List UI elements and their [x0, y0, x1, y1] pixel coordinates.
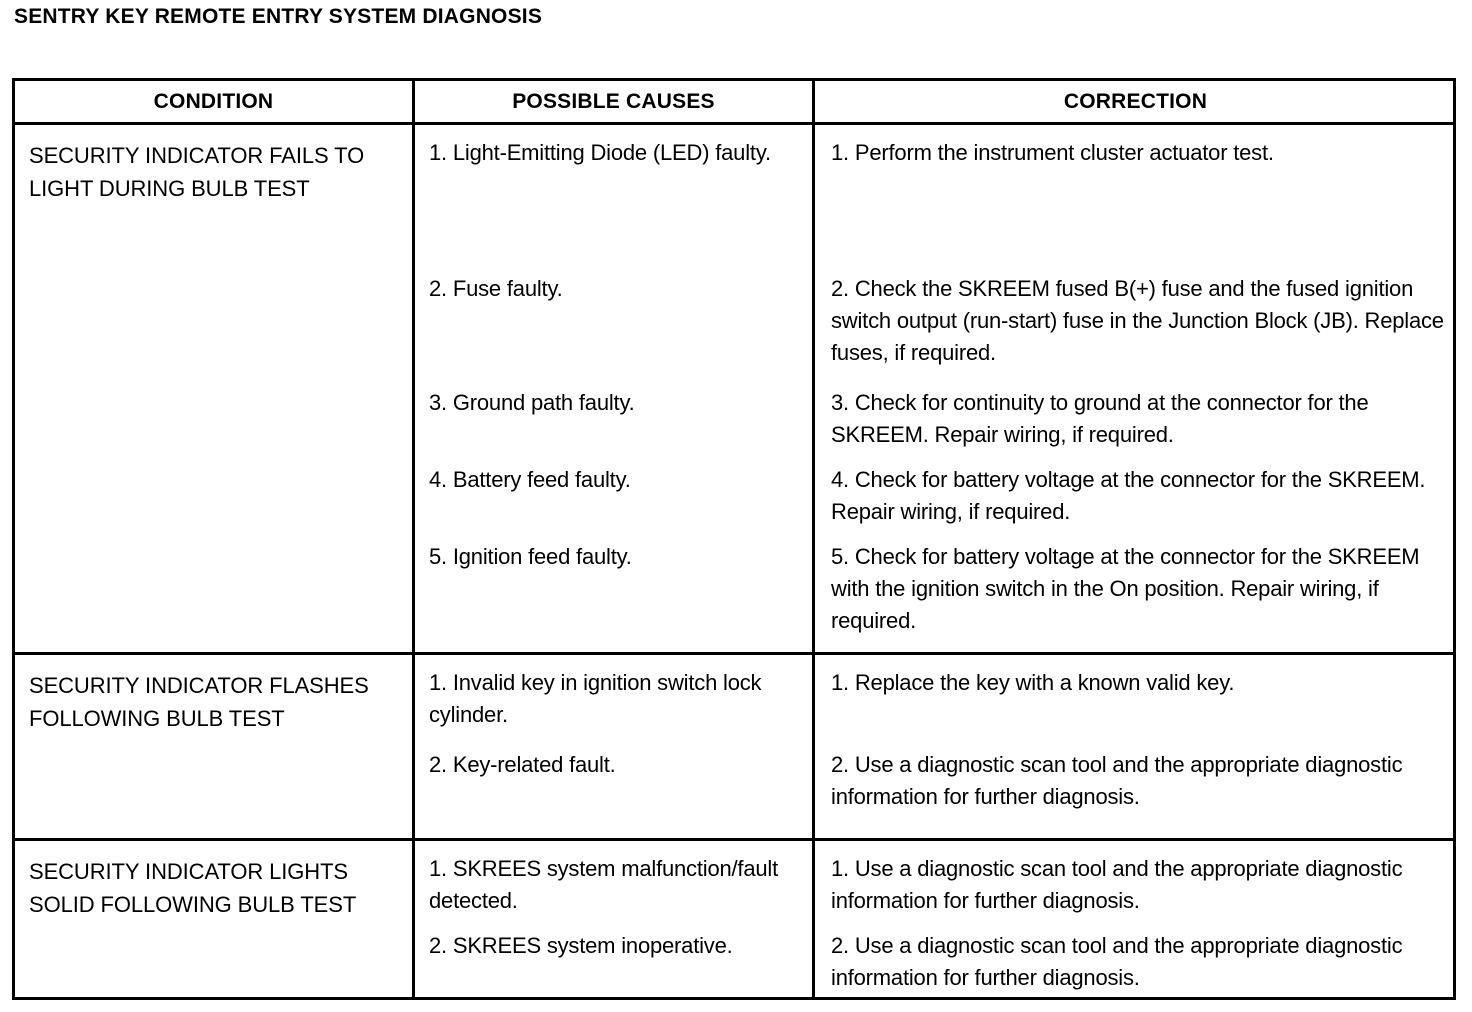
- corrections-cell-row-3: 1. Use a diagnostic scan tool and the ap…: [815, 841, 1456, 1000]
- cause-item: 4. Battery feed faulty.: [429, 467, 631, 492]
- page-title: SENTRY KEY REMOTE ENTRY SYSTEM DIAGNOSIS: [14, 5, 543, 28]
- table-row: SECURITY INDICATOR LIGHTS SOLID FOLLOWIN…: [15, 841, 412, 1000]
- corrections-cell-row-2: 1. Replace the key with a known valid ke…: [815, 655, 1456, 838]
- cause-item: 2. Key-related fault.: [429, 752, 616, 777]
- cause-item: 3. Ground path faulty.: [429, 390, 635, 415]
- correction-item: 1. Replace the key with a known valid ke…: [831, 670, 1235, 695]
- row-divider-2: [15, 838, 1453, 841]
- condition-text: SECURITY INDICATOR LIGHTS SOLID FOLLOWIN…: [29, 859, 357, 917]
- correction-item: 1. Perform the instrument cluster actuat…: [831, 140, 1274, 165]
- correction-item: 2. Use a diagnostic scan tool and the ap…: [831, 933, 1403, 990]
- column-divider-2: [812, 81, 815, 997]
- table-row: SECURITY INDICATOR FAILS TO LIGHT DURING…: [15, 125, 412, 652]
- correction-item: 2. Use a diagnostic scan tool and the ap…: [831, 752, 1403, 809]
- table-header-possible-causes: POSSIBLE CAUSES: [512, 90, 715, 113]
- correction-item: 3. Check for continuity to ground at the…: [831, 390, 1369, 447]
- cause-item: 1. Light-Emitting Diode (LED) faulty.: [429, 140, 771, 165]
- condition-text: SECURITY INDICATOR FAILS TO LIGHT DURING…: [29, 143, 365, 201]
- row-divider-1: [15, 652, 1453, 655]
- causes-cell-row-2: 1. Invalid key in ignition switch lock c…: [415, 655, 812, 838]
- condition-text: SECURITY INDICATOR FLASHES FOLLOWING BUL…: [29, 673, 369, 731]
- header-divider: [15, 122, 1453, 125]
- causes-cell-row-1: 1. Light-Emitting Diode (LED) faulty. 2.…: [415, 125, 812, 652]
- corrections-cell-row-1: 1. Perform the instrument cluster actuat…: [815, 125, 1456, 652]
- table-header-correction: CORRECTION: [1063, 90, 1208, 113]
- cause-item: 1. SKREES system malfunction/fault detec…: [429, 856, 779, 913]
- cause-item: 2. SKREES system inoperative.: [429, 933, 733, 958]
- table-header-condition: CONDITION: [153, 90, 274, 113]
- correction-item: 4. Check for battery voltage at the conn…: [831, 467, 1426, 524]
- diagnosis-table: CONDITION POSSIBLE CAUSES CORRECTION SEC…: [12, 78, 1456, 1000]
- cause-item: 5. Ignition feed faulty.: [429, 544, 632, 569]
- correction-item: 5. Check for battery voltage at the conn…: [831, 544, 1420, 633]
- causes-cell-row-3: 1. SKREES system malfunction/fault detec…: [415, 841, 812, 1000]
- correction-item: 2. Check the SKREEM fused B(+) fuse and …: [831, 276, 1444, 365]
- cause-item: 1. Invalid key in ignition switch lock c…: [429, 670, 762, 727]
- table-row: SECURITY INDICATOR FLASHES FOLLOWING BUL…: [15, 655, 412, 838]
- column-divider-1: [412, 81, 415, 997]
- correction-item: 1. Use a diagnostic scan tool and the ap…: [831, 856, 1403, 913]
- cause-item: 2. Fuse faulty.: [429, 276, 563, 301]
